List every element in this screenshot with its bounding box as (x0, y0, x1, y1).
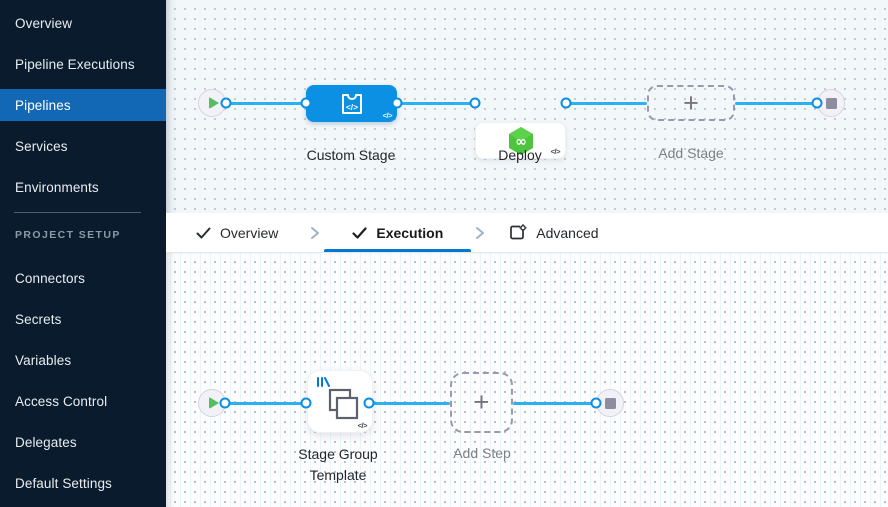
edge-custom-stage-to-deploy (397, 101, 475, 105)
sidebar-item-secrets[interactable]: Secrets (15, 311, 62, 327)
edge-add-step-to-end (513, 401, 596, 405)
sidebar-item-delegates[interactable]: Delegates (15, 434, 77, 450)
add-step-label: Add Step (453, 445, 511, 461)
edge-start-to-template (225, 401, 306, 405)
sidebar-item-pipeline-executions[interactable]: Pipeline Executions (15, 56, 135, 72)
check-icon (352, 226, 367, 239)
sidebar-section-header: PROJECT SETUP (15, 229, 121, 241)
plus-icon: + (683, 87, 699, 118)
add-stage-button[interactable]: + (647, 85, 735, 121)
stop-icon (604, 397, 616, 409)
sidebar-item-default-settings[interactable]: Default Settings (15, 475, 112, 491)
pipeline-studio-main: </> </> Custom Stage ∞ </> Deploy + Add … (166, 0, 888, 507)
add-step-button[interactable]: + (450, 372, 513, 433)
edge-add-stage-to-end (735, 101, 817, 105)
sidebar-item-services[interactable]: Services (15, 138, 68, 154)
plus-icon: + (473, 387, 490, 417)
sidebar-item-overview[interactable]: Overview (15, 15, 73, 31)
port[interactable] (220, 97, 232, 109)
tab-overview[interactable]: Overview (168, 213, 306, 252)
deploy-stage-node[interactable]: ∞ </> (475, 122, 566, 159)
edge-deploy-to-add-stage (566, 101, 647, 105)
svg-text:</>: </> (345, 102, 357, 112)
tab-execution[interactable]: Execution (324, 213, 472, 252)
edge-template-to-add-step (369, 401, 450, 405)
play-icon (208, 97, 219, 109)
custom-stage-node[interactable]: </> </> (306, 85, 397, 122)
stage-group-template-label: Stage Group Template (298, 446, 378, 483)
tab-advanced-label: Advanced (536, 224, 599, 241)
stage-pipeline-canvas[interactable]: </> </> Custom Stage ∞ </> Deploy + Add … (166, 0, 888, 213)
sidebar-item-variables[interactable]: Variables (15, 352, 72, 368)
deploy-icon: ∞ (508, 126, 533, 155)
sidebar-divider (14, 212, 141, 213)
custom-stage-label: Custom Stage (306, 147, 396, 163)
code-view-badge[interactable]: </> (357, 421, 368, 430)
stage-config-tabbar: Overview Execution Advanced (166, 213, 888, 253)
sidebar-item-pipelines[interactable]: Pipelines (0, 89, 166, 121)
chevron-right-icon (475, 226, 485, 240)
deploy-stage-label: Deploy (498, 147, 542, 163)
port[interactable] (300, 397, 312, 409)
check-icon (196, 227, 211, 238)
edge-start-to-custom-stage (226, 101, 306, 105)
port[interactable] (219, 397, 231, 409)
port[interactable] (363, 397, 375, 409)
play-icon (208, 397, 219, 409)
stop-icon (825, 97, 837, 109)
add-stage-label: Add Stage (658, 145, 724, 161)
sidebar-item-access-control[interactable]: Access Control (15, 393, 108, 409)
port[interactable] (811, 97, 823, 109)
code-view-badge[interactable]: </> (382, 111, 393, 120)
port[interactable] (300, 97, 312, 109)
advanced-settings-icon (510, 224, 527, 240)
port[interactable] (391, 97, 403, 109)
sidebar-item-environments[interactable]: Environments (15, 179, 99, 195)
sidebar: Overview Pipeline Executions Pipelines S… (0, 0, 166, 507)
chevron-right-icon (310, 226, 320, 240)
tab-execution-label: Execution (376, 224, 444, 241)
port[interactable] (560, 97, 572, 109)
port[interactable] (590, 397, 602, 409)
svg-text:∞: ∞ (515, 134, 527, 150)
port[interactable] (469, 97, 481, 109)
sidebar-item-connectors[interactable]: Connectors (15, 270, 86, 286)
code-view-badge[interactable]: </> (550, 147, 561, 156)
tab-advanced[interactable]: Advanced (489, 213, 626, 252)
execution-canvas[interactable]: </> Stage Group Template + Add Step (166, 253, 888, 507)
stage-group-icon (328, 388, 359, 419)
template-marks-icon (317, 377, 330, 387)
custom-stage-icon: </> (341, 93, 362, 114)
tab-overview-label: Overview (220, 224, 279, 241)
